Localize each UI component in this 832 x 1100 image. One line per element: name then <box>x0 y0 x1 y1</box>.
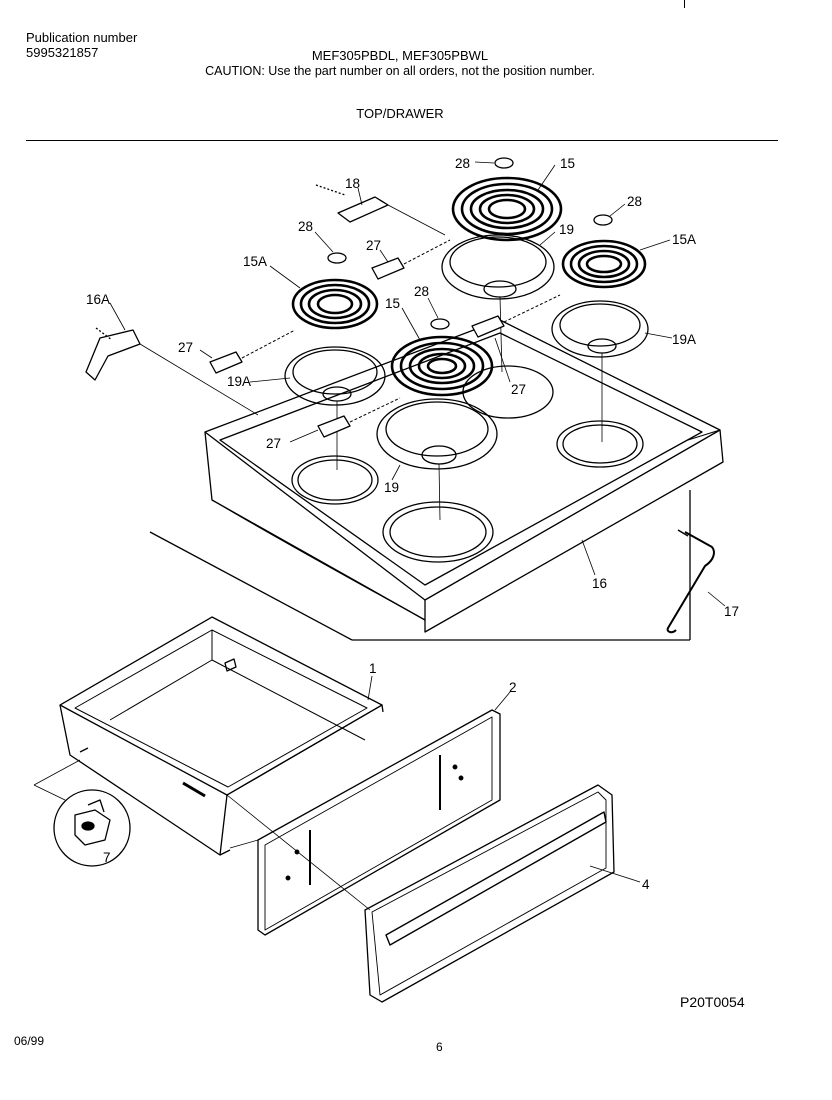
drawer-left-side <box>59 704 228 856</box>
drip-pan-19A-right <box>551 300 649 358</box>
drawer-slide <box>182 781 206 798</box>
callout-27-d: 27 <box>266 436 281 451</box>
drawer-front-panel-2 <box>229 709 501 936</box>
top-edge-mark <box>684 0 685 8</box>
detail-7 <box>33 759 131 867</box>
drip-pan-19A-left <box>284 346 386 406</box>
revision-date: 06/99 <box>14 1034 45 1048</box>
burner-hole-right-front <box>382 501 494 563</box>
receptacle-27-d <box>317 415 351 438</box>
drawer-body-1 <box>59 616 384 856</box>
element-15A-right <box>561 239 647 289</box>
callout-28-a: 28 <box>455 156 470 171</box>
drawer-slot <box>224 658 237 672</box>
surface-elements <box>291 176 647 397</box>
callout-27-c: 27 <box>511 382 526 397</box>
callout-16: 16 <box>592 576 607 591</box>
drip-pan-19-rear <box>441 234 555 300</box>
wire-17 <box>666 531 715 634</box>
callout-15A-left: 15A <box>243 254 267 269</box>
receptacles-27 <box>209 257 505 438</box>
caution-note: CAUTION: Use the part number on all orde… <box>205 64 595 78</box>
model-numbers: MEF305PBDL, MEF305PBWL <box>311 48 489 63</box>
callout-18: 18 <box>345 176 360 191</box>
cap-28-b <box>593 214 613 226</box>
burner-hole-right-rear <box>556 420 644 468</box>
callout-28-c: 28 <box>298 219 313 234</box>
callout-2: 2 <box>509 680 517 695</box>
callout-19A-right: 19A <box>672 332 696 347</box>
callout-19-b: 19 <box>384 480 399 495</box>
receptacle-27-a <box>371 257 405 280</box>
element-15A-left <box>291 278 379 330</box>
panel-4-outline <box>364 784 615 1003</box>
callout-4: 4 <box>642 877 650 892</box>
publication-number: 5995321857 <box>26 45 99 60</box>
diagram-code: P20T0054 <box>680 994 745 1010</box>
bracket-16A <box>85 327 259 416</box>
cooktop-front-right-side <box>424 429 724 633</box>
cap-28-a <box>494 157 514 169</box>
callout-17: 17 <box>724 604 739 619</box>
panel-2-outline <box>257 709 501 936</box>
drawer-inner-rim <box>74 629 368 788</box>
burner-hole-left-front <box>291 455 379 505</box>
element-15-rear <box>451 176 563 242</box>
drip-pan-19-front <box>376 398 498 470</box>
callout-16A: 16A <box>86 292 110 307</box>
panel-4-handle <box>385 811 607 946</box>
cap-28-d <box>430 318 450 330</box>
section-title: TOP/DRAWER <box>356 106 444 121</box>
cooktop-front-left-side <box>204 431 426 621</box>
callout-7: 7 <box>103 850 111 865</box>
cooktop-left-rim <box>211 499 426 621</box>
cooktop-front-rim <box>424 429 721 601</box>
base-edge-line <box>149 531 353 641</box>
header-rule <box>26 140 778 141</box>
drip-pans <box>284 234 649 521</box>
receptacle-27-b <box>209 351 243 374</box>
cap-28-c <box>327 252 347 264</box>
callout-28-b: 28 <box>627 194 642 209</box>
callout-leaders <box>109 161 726 711</box>
callout-15-b: 15 <box>385 296 400 311</box>
cooktop-assembly <box>149 319 724 641</box>
receptacle-27-c <box>471 315 505 338</box>
callout-28-d: 28 <box>414 284 429 299</box>
cooktop-inner-outline <box>219 332 703 586</box>
burner-hole-left-front-inner <box>297 459 373 501</box>
element-15-front <box>390 335 494 397</box>
callout-15A-right: 15A <box>672 232 696 247</box>
burner-hole-right-rear-inner <box>562 424 638 464</box>
publication-block: Publication number 5995321857 <box>26 30 137 60</box>
drawer-top-rim <box>59 616 383 796</box>
callout-15-a: 15 <box>560 156 575 171</box>
page-number: 6 <box>436 1040 443 1054</box>
burner-hole-right-front-inner <box>389 506 487 558</box>
callout-27-b: 27 <box>178 340 193 355</box>
drawer-panel-4 <box>364 784 641 1003</box>
wire-leads <box>241 239 561 423</box>
callout-labels: 28 15 18 28 15A 28 27 19 15A 28 16A 15 1… <box>86 156 739 892</box>
leader-lines-top <box>387 204 446 236</box>
caps-28 <box>327 157 613 330</box>
drawer-front-top <box>226 704 384 796</box>
drawer-floor-edge <box>109 659 213 721</box>
control-strip-edge <box>687 429 721 441</box>
callout-27-a: 27 <box>366 238 381 253</box>
callout-19A-left: 19A <box>227 374 251 389</box>
burner-hole-left-rear <box>462 365 554 419</box>
callout-1: 1 <box>369 661 377 676</box>
callout-19-a: 19 <box>559 222 574 237</box>
publication-label: Publication number <box>26 30 138 45</box>
